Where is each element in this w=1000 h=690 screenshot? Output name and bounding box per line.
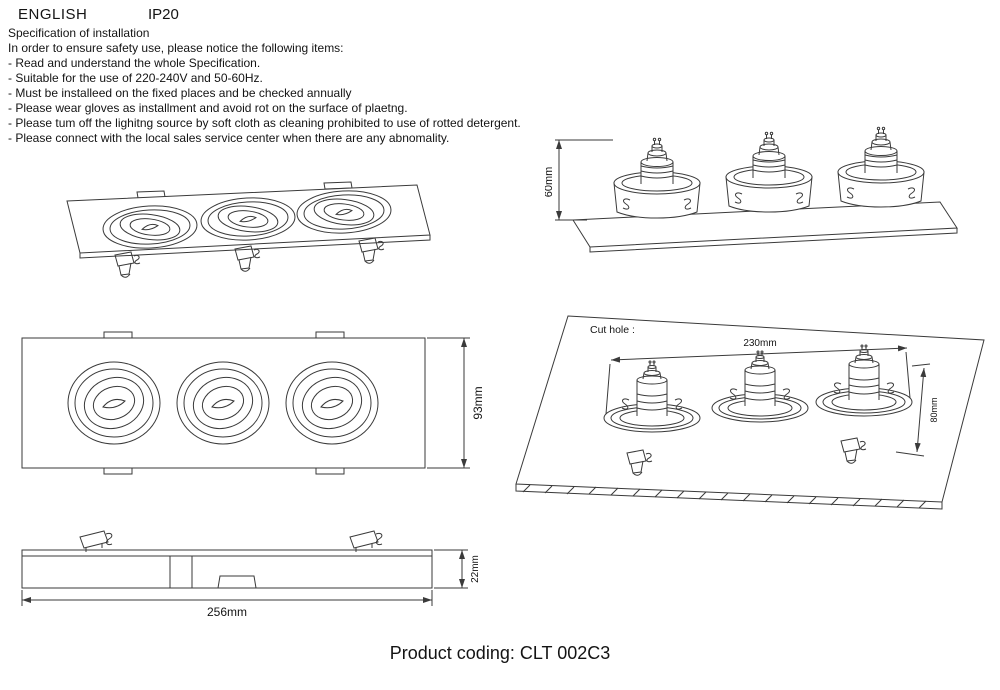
spec-text-block: Specification of installation In order t… [8, 26, 521, 146]
ip-rating-label: IP20 [148, 6, 179, 23]
spec-item: - Must be installeed on the fixed places… [8, 86, 352, 100]
mounting-tab [315, 331, 345, 339]
extension-lines [21, 590, 433, 606]
spec-item: - Please connect with the local sales se… [8, 131, 450, 145]
width-dimension-label: 93mm [471, 386, 485, 419]
side-view-drawing: 60mm [545, 126, 958, 253]
spec-item: - Please wear gloves as installment and … [8, 101, 408, 115]
cut-hole-label: Cut hole : [590, 324, 635, 336]
lamp-fixture [725, 131, 813, 213]
spec-title: Specification of installation [8, 26, 150, 40]
spec-item: - Read and understand the whole Specific… [8, 56, 261, 70]
cut-hole-view-drawing: Cut hole : 230mm 80mm [515, 315, 985, 510]
profile-view-drawing: 256mm 22mm [21, 530, 481, 619]
perspective-view-drawing [66, 181, 431, 278]
mounting-tab [103, 331, 133, 339]
language-label: ENGLISH [18, 6, 88, 23]
extension-lines [555, 139, 613, 221]
edge-hatching [522, 484, 927, 509]
profile-height-dimension-label: 22mm [470, 555, 481, 583]
spring-clip [79, 530, 113, 553]
mounting-tab [103, 467, 133, 475]
spring-clip [349, 530, 383, 553]
gimbal-ring [67, 361, 161, 445]
mounting-tab [315, 467, 345, 475]
length-dimension-label: 256mm [207, 605, 247, 619]
gimbal-ring [285, 361, 379, 445]
cut-length-dimension-label: 230mm [743, 338, 776, 349]
dimension-line [914, 367, 927, 453]
extension-lines [434, 549, 468, 589]
fixture-profile-body [21, 549, 433, 589]
lamp-fixture [837, 126, 925, 208]
extension-lines [895, 363, 931, 457]
cut-width-dimension-label: 80mm [929, 397, 939, 422]
lamp-fixture [613, 137, 701, 219]
spring-clip [358, 237, 385, 264]
spec-item: - Suitable for the use of 220-240V and 5… [8, 71, 263, 85]
gimbal-ring [176, 361, 270, 445]
fixture-face-plate [21, 337, 426, 469]
center-notch [217, 575, 257, 589]
spec-intro: In order to ensure safety use, please no… [8, 41, 344, 55]
top-view-drawing: 93mm [21, 331, 485, 475]
height-dimension-label: 60mm [545, 167, 555, 198]
product-coding: Product coding: CLT 002C3 [389, 643, 611, 663]
internal-divider [169, 556, 193, 588]
spec-item: - Please tum off the lighitng source by … [8, 116, 521, 130]
dimension-line [610, 345, 908, 363]
